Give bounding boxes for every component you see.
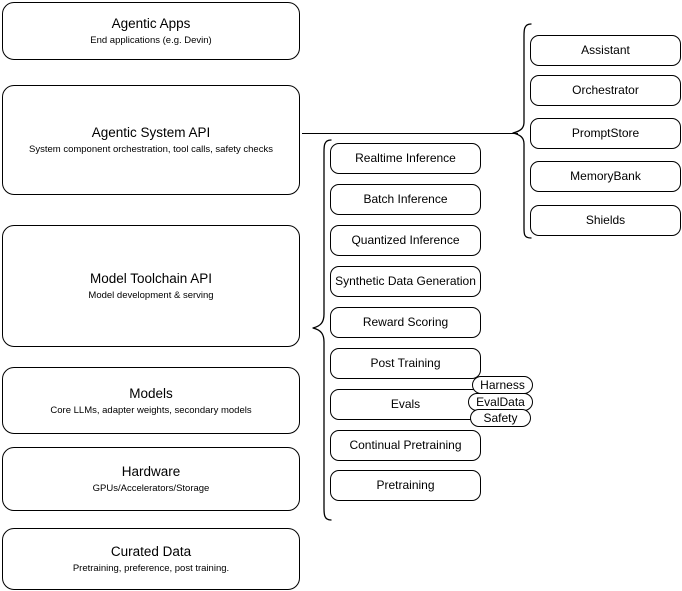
connector-line-agentic-system-to-components xyxy=(302,133,518,135)
toolchain-item-post-training[interactable]: Post Training xyxy=(330,348,481,379)
toolchain-item-reward-scoring[interactable]: Reward Scoring xyxy=(330,307,481,338)
agentic-system-item-label: Orchestrator xyxy=(572,83,639,97)
stack-layer-title: Hardware xyxy=(121,464,181,479)
stack-layer-models[interactable]: Models Core LLMs, adapter weights, secon… xyxy=(2,367,300,434)
toolchain-item-label: Evals xyxy=(390,397,421,411)
agentic-system-item-label: Shields xyxy=(585,213,626,227)
agentic-system-item-assistant[interactable]: Assistant xyxy=(530,35,681,66)
stack-layer-subtitle: End applications (e.g. Devin) xyxy=(90,35,212,46)
toolchain-item-synthetic-data-generation[interactable]: Synthetic Data Generation xyxy=(330,266,481,297)
toolchain-item-quantized-inference[interactable]: Quantized Inference xyxy=(330,225,481,256)
stack-layer-subtitle: Pretraining, preference, post training. xyxy=(72,563,230,574)
stack-layer-subtitle: GPUs/Accelerators/Storage xyxy=(92,483,210,494)
stack-layer-title: Agentic Apps xyxy=(111,16,191,31)
evals-badge-label: Harness xyxy=(480,378,525,392)
toolchain-item-label: Batch Inference xyxy=(363,192,448,206)
stack-layer-agentic-system-api[interactable]: Agentic System API System component orch… xyxy=(2,85,300,195)
toolchain-item-pretraining[interactable]: Pretraining xyxy=(330,470,481,501)
stack-layer-subtitle: System component orchestration, tool cal… xyxy=(29,144,273,155)
evals-badge-label: Safety xyxy=(483,411,518,425)
stack-layer-curated-data[interactable]: Curated Data Pretraining, preference, po… xyxy=(2,528,300,590)
stack-layer-agentic-apps[interactable]: Agentic Apps End applications (e.g. Devi… xyxy=(2,2,300,60)
stack-layer-title: Agentic System API xyxy=(91,125,211,140)
toolchain-item-label: Realtime Inference xyxy=(355,151,456,165)
agentic-system-item-label: PromptStore xyxy=(571,126,640,140)
stack-layer-hardware[interactable]: Hardware GPUs/Accelerators/Storage xyxy=(2,447,300,511)
agentic-system-item-orchestrator[interactable]: Orchestrator xyxy=(530,75,681,106)
toolchain-item-label: Reward Scoring xyxy=(362,315,449,329)
agentic-system-item-label: MemoryBank xyxy=(570,169,641,183)
toolchain-item-label: Pretraining xyxy=(376,478,435,492)
toolchain-item-label: Synthetic Data Generation xyxy=(335,274,476,288)
toolchain-item-label: Post Training xyxy=(370,356,441,370)
toolchain-item-realtime-inference[interactable]: Realtime Inference xyxy=(330,143,481,174)
stack-layer-subtitle: Model development & serving xyxy=(88,290,214,301)
evals-badge-safety[interactable]: Safety xyxy=(470,409,531,427)
evals-badge-harness[interactable]: Harness xyxy=(472,376,533,394)
brace-toolchain xyxy=(312,139,332,521)
agentic-system-item-promptstore[interactable]: PromptStore xyxy=(530,118,681,149)
brace-agentic-system xyxy=(512,23,532,239)
agentic-system-item-memorybank[interactable]: MemoryBank xyxy=(530,161,681,192)
toolchain-item-continual-pretraining[interactable]: Continual Pretraining xyxy=(330,430,481,461)
toolchain-item-batch-inference[interactable]: Batch Inference xyxy=(330,184,481,215)
toolchain-item-label: Continual Pretraining xyxy=(349,438,462,452)
toolchain-item-evals[interactable]: Evals xyxy=(330,389,481,420)
agentic-system-item-label: Assistant xyxy=(581,43,630,57)
stack-layer-subtitle: Core LLMs, adapter weights, secondary mo… xyxy=(50,404,252,416)
agentic-system-item-shields[interactable]: Shields xyxy=(530,205,681,236)
stack-layer-title: Model Toolchain API xyxy=(89,271,213,286)
stack-layer-model-toolchain-api[interactable]: Model Toolchain API Model development & … xyxy=(2,225,300,347)
stack-layer-title: Models xyxy=(129,385,173,401)
stack-layer-title: Curated Data xyxy=(110,544,192,559)
evals-badge-label: EvalData xyxy=(476,395,525,409)
toolchain-item-label: Quantized Inference xyxy=(351,233,460,247)
